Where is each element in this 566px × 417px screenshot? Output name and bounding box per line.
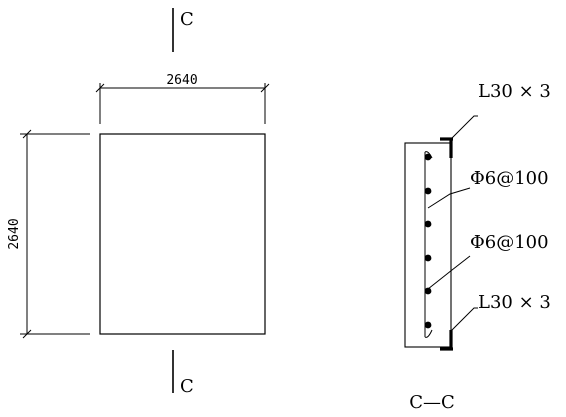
dim-left-label: 2640 <box>7 218 22 249</box>
angle-steel-top <box>440 137 453 158</box>
rebar-dot <box>424 153 432 161</box>
rebar-dots <box>424 153 432 329</box>
rebar-dot <box>424 254 432 262</box>
dim-top-label: 2640 <box>166 73 197 88</box>
rebar-line <box>424 151 433 338</box>
section-view <box>404 115 478 351</box>
rebar-dot <box>424 187 432 195</box>
section-outline <box>404 142 452 348</box>
left-dimension <box>20 129 90 339</box>
rebar-label-upper: Φ6@100 <box>470 168 549 189</box>
rebar-dot <box>424 321 432 329</box>
plan-view <box>20 8 270 393</box>
rebar-dot <box>424 220 432 228</box>
angle-label-top: L30 × 3 <box>478 81 551 102</box>
section-title: C—C <box>409 392 455 413</box>
rebar-dot <box>424 287 432 295</box>
angle-steel-bottom <box>440 330 453 351</box>
cut-label-top: C <box>180 9 194 30</box>
wall-outline <box>99 133 266 335</box>
angle-label-bottom: L30 × 3 <box>478 292 551 313</box>
leader-lines <box>427 115 478 332</box>
cut-label-bottom: C <box>180 376 194 397</box>
rebar-label-lower: Φ6@100 <box>470 232 549 253</box>
top-dimension <box>95 83 270 124</box>
